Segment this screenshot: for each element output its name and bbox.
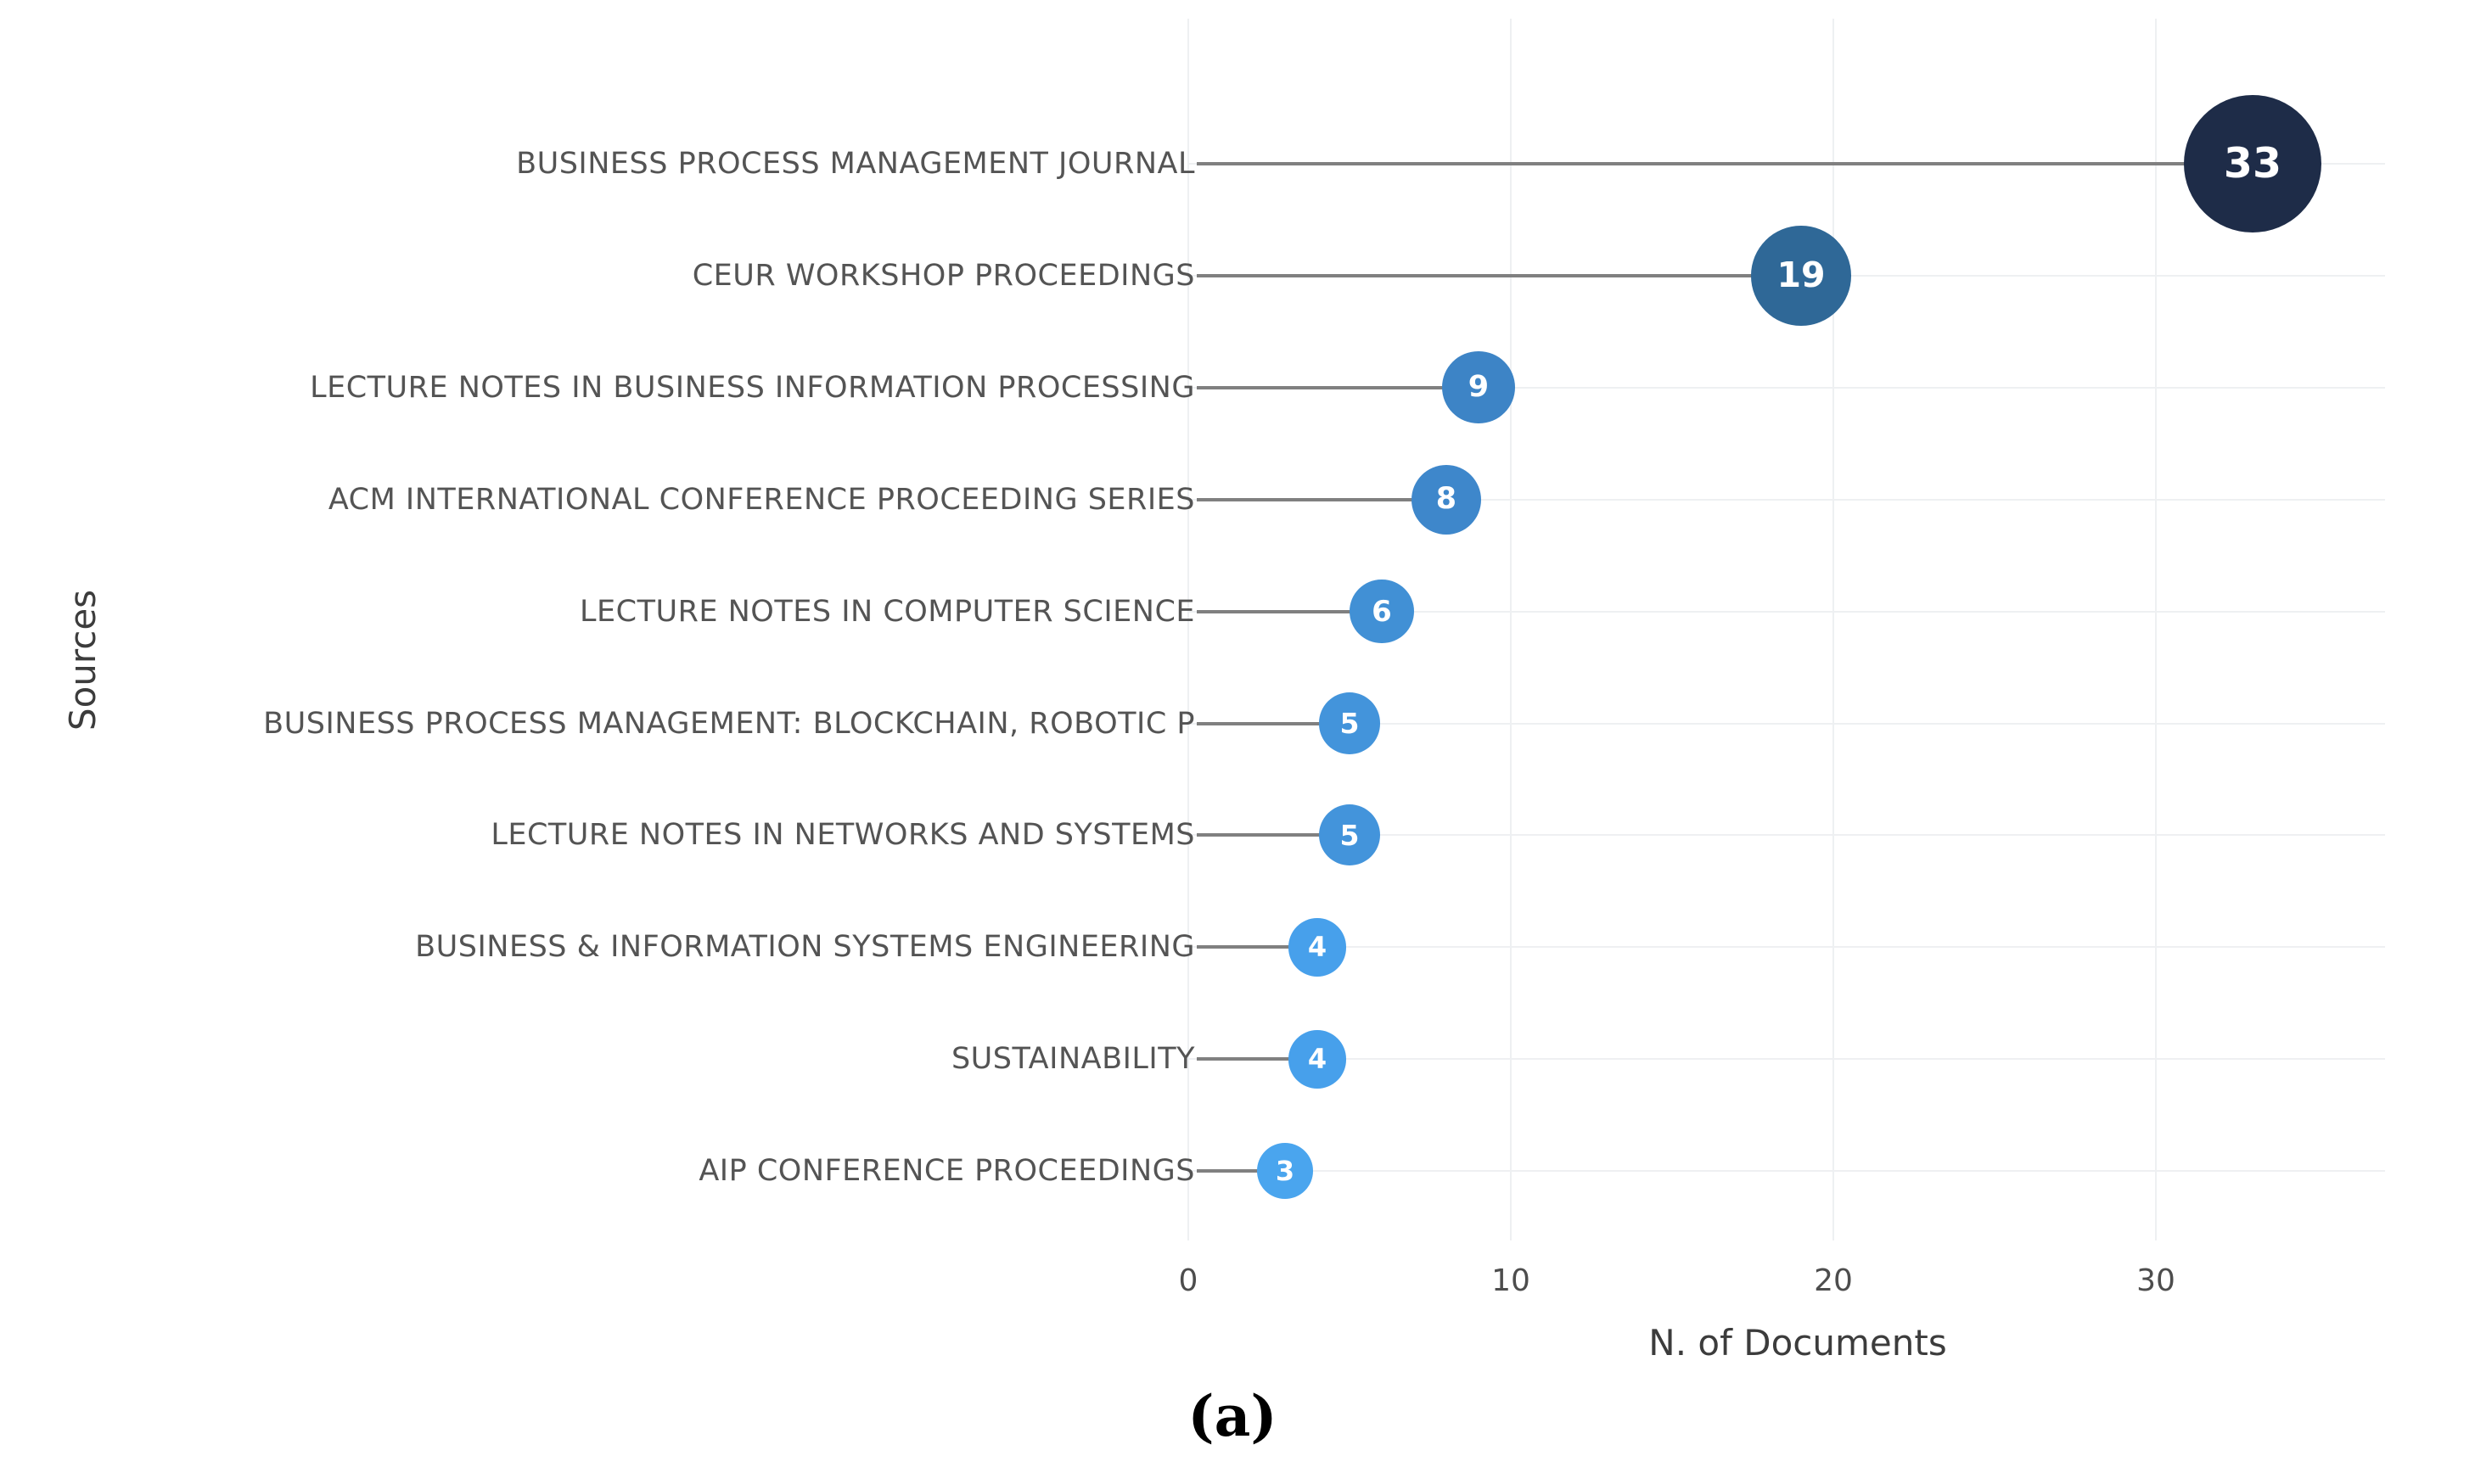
- bubble-value-label: 4: [1307, 1043, 1327, 1076]
- data-bubble: 4: [1288, 917, 1347, 977]
- horizontal-gridline: [1188, 386, 2385, 389]
- x-tick-label: 0: [1178, 1263, 1198, 1298]
- bubble-value-label: 9: [1468, 370, 1490, 405]
- bubble-value-label: 33: [2223, 139, 2282, 188]
- bubble-value-label: 3: [1275, 1155, 1295, 1188]
- figure-caption: (a): [1187, 1383, 1277, 1449]
- horizontal-gridline: [1188, 722, 2385, 725]
- vertical-gridline: [1832, 19, 1834, 1240]
- vertical-gridline: [1187, 19, 1189, 1240]
- leader-line: [1197, 945, 1317, 949]
- x-tick-label: 20: [1814, 1263, 1853, 1298]
- horizontal-gridline: [1188, 610, 2385, 613]
- data-bubble: 3: [1257, 1143, 1313, 1199]
- category-label: ACM INTERNATIONAL CONFERENCE PROCEEDING …: [328, 482, 1195, 517]
- y-axis-title: Sources: [62, 589, 104, 731]
- leader-line: [1197, 162, 2253, 165]
- data-bubble: 5: [1318, 692, 1381, 754]
- leader-line: [1197, 1169, 1285, 1173]
- category-label: LECTURE NOTES IN BUSINESS INFORMATION PR…: [310, 370, 1195, 405]
- data-bubble: 33: [2183, 94, 2322, 233]
- horizontal-gridline: [1188, 946, 2385, 949]
- horizontal-gridline: [1188, 834, 2385, 837]
- data-bubble: 8: [1411, 464, 1481, 535]
- x-axis-title: N. of Documents: [1648, 1322, 1947, 1364]
- category-label: LECTURE NOTES IN NETWORKS AND SYSTEMS: [491, 818, 1195, 853]
- leader-line: [1197, 721, 1350, 725]
- category-label: LECTURE NOTES IN COMPUTER SCIENCE: [580, 594, 1195, 629]
- bubble-value-label: 4: [1307, 931, 1327, 964]
- category-label: BUSINESS & INFORMATION SYSTEMS ENGINEERI…: [415, 930, 1195, 965]
- leader-line: [1197, 609, 1382, 613]
- category-label: CEUR WORKSHOP PROCEEDINGS: [692, 258, 1195, 293]
- data-bubble: 5: [1318, 804, 1381, 866]
- horizontal-gridline: [1188, 498, 2385, 501]
- data-bubble: 19: [1751, 226, 1851, 326]
- data-bubble: 9: [1442, 351, 1515, 424]
- vertical-gridline: [1510, 19, 1512, 1240]
- data-bubble: 6: [1350, 579, 1414, 644]
- bubble-value-label: 8: [1435, 482, 1457, 517]
- bubble-value-label: 19: [1776, 255, 1826, 296]
- leader-line: [1197, 273, 1801, 277]
- category-label: BUSINESS PROCESS MANAGEMENT: BLOCKCHAIN,…: [263, 706, 1195, 741]
- category-label: BUSINESS PROCESS MANAGEMENT JOURNAL: [516, 147, 1195, 181]
- bubble-value-label: 5: [1339, 706, 1360, 740]
- horizontal-gridline: [1188, 1170, 2385, 1173]
- category-label: SUSTAINABILITY: [951, 1042, 1195, 1077]
- leader-line: [1197, 385, 1479, 389]
- bubble-value-label: 6: [1372, 594, 1392, 629]
- leader-line: [1197, 497, 1446, 501]
- category-label: AIP CONFERENCE PROCEEDINGS: [699, 1154, 1195, 1189]
- horizontal-gridline: [1188, 1058, 2385, 1061]
- data-bubble: 4: [1288, 1029, 1347, 1089]
- vertical-gridline: [2155, 19, 2157, 1240]
- x-tick-label: 30: [2136, 1263, 2175, 1298]
- x-tick-label: 10: [1491, 1263, 1530, 1298]
- leader-line: [1197, 833, 1350, 837]
- bubble-value-label: 5: [1339, 818, 1360, 852]
- leader-line: [1197, 1057, 1317, 1061]
